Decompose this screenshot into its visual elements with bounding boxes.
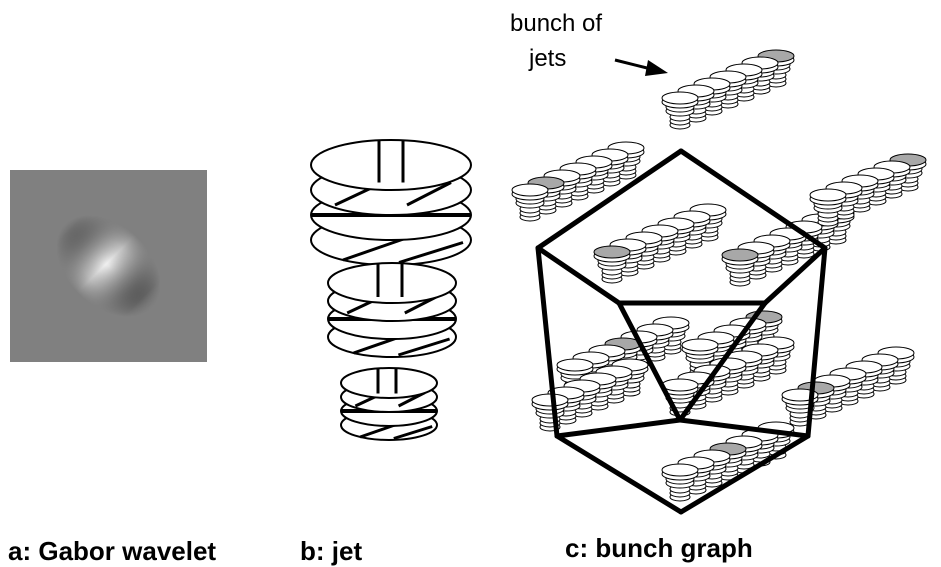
graph-edge: [678, 433, 811, 515]
mini-jet-disk: [661, 378, 699, 392]
jet-disk-stripe: [393, 425, 433, 440]
jet-disk-stripe: [397, 337, 451, 357]
bunch-of-jets: [661, 49, 795, 130]
jet-disk-stripe: [398, 241, 464, 264]
graph-edge: [535, 245, 560, 439]
mini-jet-disk: [511, 183, 549, 197]
jet-disk: [340, 367, 438, 399]
jet-disk-stripe: [406, 181, 452, 207]
bunch-of-jets: [809, 153, 927, 227]
caption-c: c: bunch graph: [565, 533, 753, 563]
bunch-of-jets: [511, 141, 645, 222]
graph-edge: [677, 300, 768, 423]
graph-edge: [616, 300, 683, 423]
bunch-graph-edges: [535, 148, 828, 515]
bunch-of-jets: [781, 346, 915, 427]
mini-jet-disk: [681, 338, 719, 352]
mini-jet-disk: [593, 245, 631, 259]
graph-edge: [762, 245, 828, 306]
graph-edge: [535, 245, 622, 306]
mini-jet-disk: [721, 248, 759, 262]
bunch-of-jets: [593, 203, 727, 284]
mini-jet-disk: [531, 393, 569, 407]
mini-jet-disk: [661, 91, 699, 105]
mini-jet-disk: [556, 358, 594, 372]
mini-jet-disk: [809, 188, 847, 202]
jet-diagram: [310, 139, 472, 441]
mini-jet: [531, 393, 569, 432]
annotation-arrow: [614, 58, 668, 76]
graph-edge: [535, 148, 684, 251]
graph-edge: [554, 433, 684, 515]
graph-edge: [805, 245, 828, 439]
annotation-jets: jets: [528, 45, 566, 72]
jet-level-3: [340, 367, 438, 441]
bunch-of-jets: [531, 358, 649, 432]
graph-edge: [554, 417, 683, 439]
jet-disk: [310, 139, 472, 191]
mini-jet: [511, 183, 549, 222]
wavelet-stripes: [10, 170, 207, 362]
annotation-bunch-of: bunch of: [510, 10, 602, 37]
caption-b: b: jet: [300, 536, 362, 566]
graph-edge: [678, 148, 828, 251]
mini-jet: [661, 91, 699, 130]
mini-jet: [593, 245, 631, 284]
jet-level-2: [327, 262, 457, 358]
jet-disk: [327, 262, 457, 304]
bunch-of-jets-group: [511, 49, 927, 502]
mini-jet: [661, 463, 699, 502]
mini-jet: [721, 248, 759, 287]
gabor-wavelet: [10, 170, 207, 362]
mini-jet-disk: [661, 463, 699, 477]
bunch-of-jets: [661, 421, 795, 502]
mini-jet: [809, 188, 847, 227]
graph-edge: [677, 417, 811, 439]
caption-a: a: Gabor wavelet: [8, 536, 216, 566]
jet-level-1: [310, 139, 472, 266]
